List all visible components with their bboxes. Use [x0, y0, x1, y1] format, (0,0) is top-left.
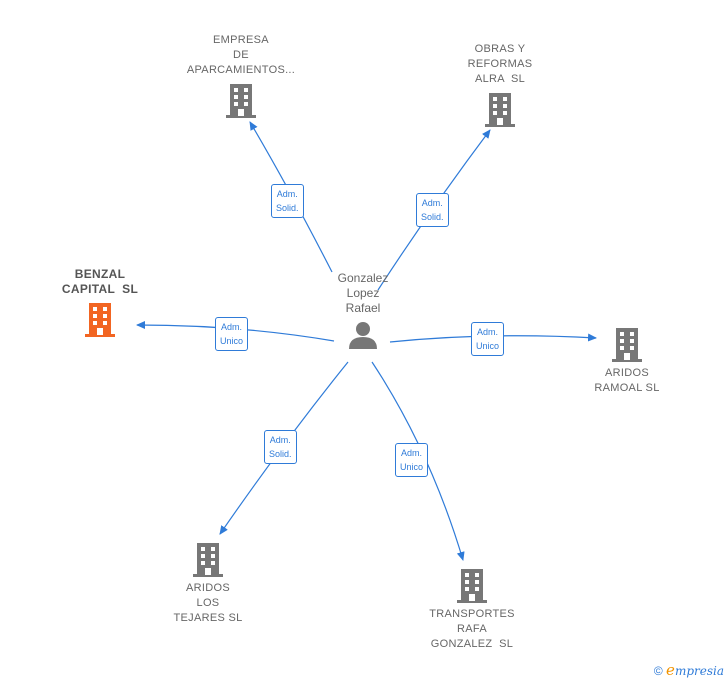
person-name: Gonzalez Lopez Rafael [337, 271, 389, 315]
company-label: ARIDOS RAMOAL SL [594, 367, 660, 394]
relation-badge-transportes-rafa[interactable]: Adm. Unico [395, 443, 429, 477]
copyright-symbol: © [653, 664, 663, 678]
person-icon [349, 322, 377, 349]
company-node-aridos-los-tejares[interactable]: ARIDOS LOS TEJARES SL [158, 541, 258, 626]
company-label: EMPRESA DE APARCAMIENTOS... [186, 34, 296, 76]
person-node-gonzalez-lopez-rafael[interactable]: Gonzalez Lopez Rafael [325, 271, 401, 350]
company-label: BENZAL CAPITAL SL [61, 267, 139, 296]
building-icon [612, 328, 642, 362]
building-icon [485, 93, 515, 127]
relation-badge-empresa-aparcamientos[interactable]: Adm. Solid. [271, 184, 304, 218]
empresia-watermark: © empresia [654, 661, 724, 679]
building-icon [226, 84, 256, 118]
company-node-empresa-aparcamientos[interactable]: EMPRESA DE APARCAMIENTOS... [175, 33, 307, 118]
empresia-logo: empresia [666, 661, 724, 679]
building-icon [457, 569, 487, 603]
company-node-aridos-ramoal[interactable]: ARIDOS RAMOAL SL [577, 326, 677, 396]
relation-badge-benzal-capital[interactable]: Adm. Unico [215, 317, 249, 351]
relation-badge-aridos-ramoal[interactable]: Adm. Unico [471, 322, 505, 356]
relation-badge-aridos-tejares[interactable]: Adm. Solid. [264, 430, 297, 464]
building-icon [85, 303, 115, 337]
relation-badge-obras-reformas[interactable]: Adm. Solid. [416, 193, 449, 227]
company-node-benzal-capital[interactable]: BENZAL CAPITAL SL [48, 267, 152, 337]
company-label: TRANSPORTES RAFA GONZALEZ SL [429, 608, 515, 650]
company-node-transportes-rafa-gonzalez[interactable]: TRANSPORTES RAFA GONZALEZ SL [413, 567, 531, 652]
company-label: OBRAS Y REFORMAS ALRA SL [467, 43, 533, 85]
company-node-obras-reformas-alra[interactable]: OBRAS Y REFORMAS ALRA SL [450, 42, 550, 127]
company-label: ARIDOS LOS TEJARES SL [173, 582, 243, 624]
building-icon [193, 543, 223, 577]
